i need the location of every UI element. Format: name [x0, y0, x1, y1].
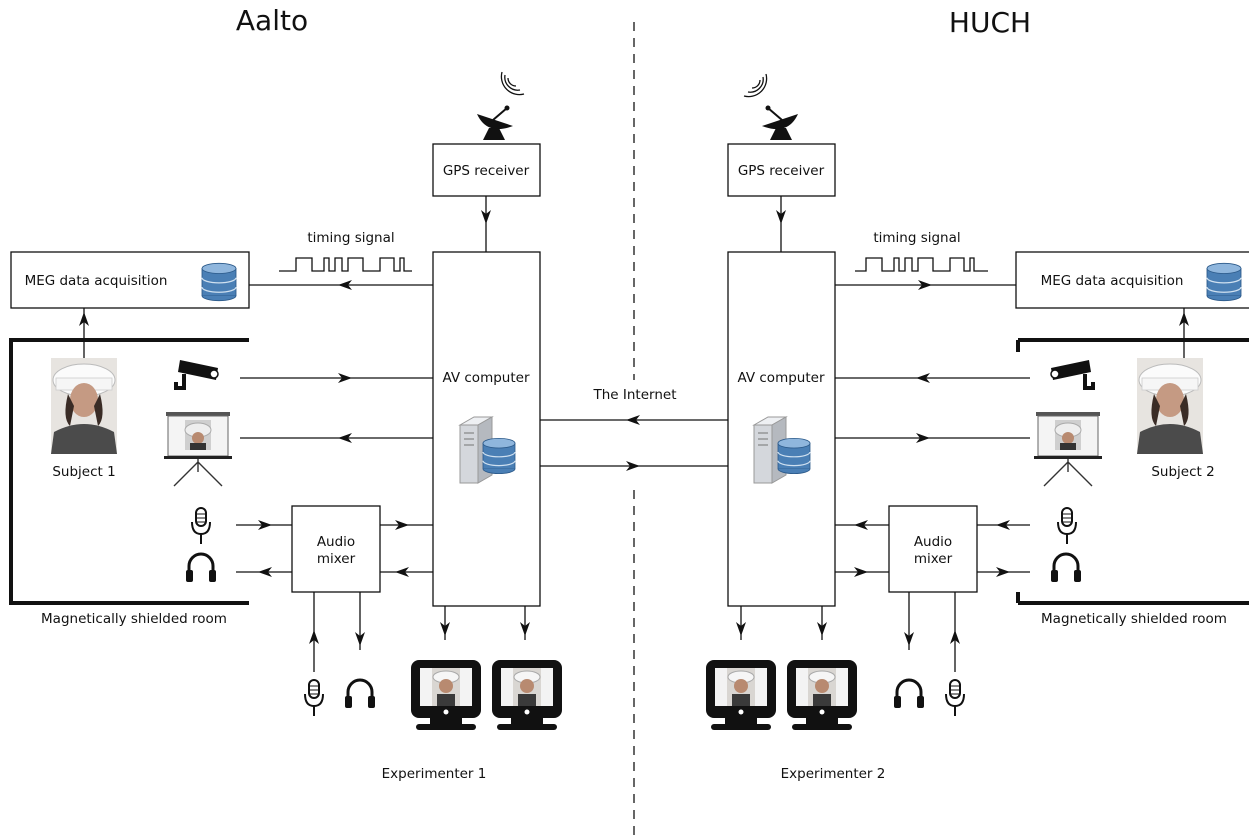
microphone-icon: [191, 507, 211, 545]
headphones-icon: [1049, 552, 1083, 584]
headphones-icon: [184, 552, 218, 584]
subject-label-right: Subject 2: [1151, 464, 1214, 480]
av-computer-label-right: AV computer: [737, 370, 824, 386]
shielded-room-label-right: Magnetically shielded room: [1041, 611, 1227, 627]
projector-screen-icon: [163, 411, 233, 487]
shielded-room-left: [9, 338, 249, 605]
timing-signal-label-right: timing signal: [873, 230, 960, 246]
microphone-icon: [1057, 507, 1077, 545]
timing-pulse-train: [855, 257, 988, 272]
microphone-icon: [304, 679, 324, 717]
timing-pulse-train: [279, 257, 412, 272]
microphone-icon: [945, 679, 965, 717]
signal-waves-icon: [743, 73, 768, 98]
subject-photo: [50, 357, 118, 455]
timing-signal-label-left: timing signal: [307, 230, 394, 246]
headphones-icon: [892, 678, 926, 710]
satellite-dish-icon: [476, 104, 514, 141]
experimenter-label-left: Experimenter 1: [382, 766, 487, 782]
subject-label-left: Subject 1: [52, 464, 115, 480]
database-icon: [201, 262, 237, 302]
database-icon: [777, 437, 811, 475]
shielded-room-right: [1016, 338, 1249, 605]
audio-mixer-label-left-line1: Audio: [317, 534, 355, 550]
database-icon: [1206, 262, 1242, 302]
gps-receiver-label: GPS receiver: [738, 163, 825, 179]
monitor-icon: [491, 659, 563, 731]
arrow-icon: [481, 210, 491, 224]
experimenter-label-right: Experimenter 2: [781, 766, 886, 782]
monitor-icon: [786, 659, 858, 731]
audio-mixer-label-right-line1: Audio: [914, 534, 952, 550]
site-title-right: HUCH: [949, 6, 1031, 39]
database-icon: [482, 437, 516, 475]
camera-icon: [1049, 358, 1095, 390]
audio-mixer-right: [888, 505, 978, 593]
meg-acquisition-label-left: MEG data acquisition: [25, 273, 168, 289]
headphones-icon: [343, 678, 377, 710]
gps-receiver-box: [727, 143, 836, 197]
subject-photo: [1136, 357, 1204, 455]
gps-receiver-box: [432, 143, 541, 197]
internet-label: The Internet: [592, 387, 676, 403]
meg-acquisition-label-right: MEG data acquisition: [1041, 273, 1184, 289]
projector-screen-icon: [1033, 411, 1103, 487]
satellite-dish-icon: [761, 104, 799, 141]
shielded-room-label-left: Magnetically shielded room: [41, 611, 227, 627]
site-title-left: Aalto: [236, 4, 308, 37]
signal-waves-icon: [500, 71, 525, 96]
camera-icon: [174, 358, 220, 390]
audio-mixer-left: [291, 505, 381, 593]
audio-mixer-label-left-line2: mixer: [317, 551, 356, 567]
monitor-icon: [705, 659, 777, 731]
av-computer-label-left: AV computer: [442, 370, 529, 386]
monitor-icon: [410, 659, 482, 731]
audio-mixer-label-right-line2: mixer: [914, 551, 953, 567]
gps-receiver-label: GPS receiver: [443, 163, 530, 179]
